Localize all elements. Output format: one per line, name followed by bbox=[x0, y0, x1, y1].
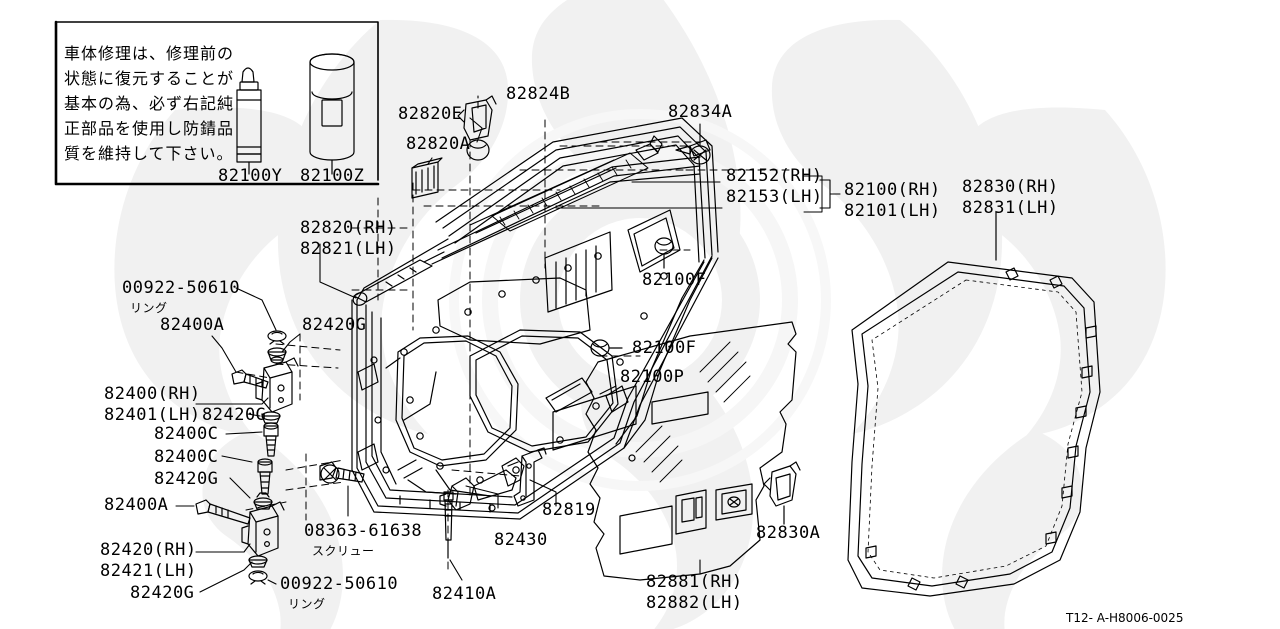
label-82430: 82430 bbox=[494, 530, 548, 550]
label-ring-upper: リング bbox=[130, 301, 168, 315]
label-82401-lh: 82401(LH) bbox=[104, 405, 201, 425]
note-text-line-5: 質を維持して下さい。 bbox=[64, 144, 234, 163]
label-82821-lh: 82821(LH) bbox=[300, 239, 397, 259]
label-82830a: 82830A bbox=[756, 523, 821, 543]
note-text-line-4: 正部品を使用し防錆品 bbox=[64, 119, 235, 138]
canister-82100Y bbox=[236, 67, 262, 175]
part-82400C-bolt-upper bbox=[263, 422, 279, 457]
label-82820A: 82820A bbox=[406, 134, 471, 154]
label-82100f-upper: 82100F bbox=[642, 270, 707, 290]
label-82400a-upper: 82400A bbox=[160, 315, 225, 335]
label-08363: 08363-61638 bbox=[304, 521, 423, 541]
part-82820-window-run bbox=[352, 251, 445, 306]
label-82400a-lower: 82400A bbox=[104, 495, 169, 515]
part-82820A-clip bbox=[411, 157, 443, 199]
part-82830-weatherstrip bbox=[847, 211, 1101, 597]
label-82420g-b: 82420G bbox=[202, 405, 267, 425]
part-08363-61638-screw bbox=[319, 461, 365, 484]
part-82830A-clip bbox=[763, 461, 801, 525]
part-00922-50610-ring-upper bbox=[267, 330, 287, 345]
label-82101-lh: 82101(LH) bbox=[844, 201, 941, 221]
label-82420-rh: 82420(RH) bbox=[100, 540, 197, 560]
label-82420g-upper: 82420G bbox=[302, 315, 367, 335]
label-screw: スクリュー bbox=[312, 544, 375, 558]
canister-82100Z bbox=[309, 53, 355, 175]
label-82830-rh: 82830(RH) bbox=[962, 177, 1059, 197]
part-82430-door-check bbox=[439, 457, 525, 511]
label-82420g-d: 82420G bbox=[130, 583, 195, 603]
part-82420G-bushing-lower2 bbox=[248, 555, 268, 568]
part-00922-50610-ring-lower bbox=[248, 570, 268, 585]
note-text-line-1: 車体修理は、修理前の bbox=[64, 44, 235, 63]
part-82420G-bushing-upper bbox=[267, 347, 287, 364]
part-82881-sealing-screen bbox=[585, 321, 797, 581]
label-82824B: 82824B bbox=[506, 84, 571, 104]
part-82100F-plug-upper bbox=[654, 237, 674, 269]
label-00922-lower: 00922-50610 bbox=[280, 574, 399, 594]
label-82100Z: 82100Z bbox=[300, 166, 365, 186]
footer-code: T12- A-H8006-0025 bbox=[1066, 611, 1184, 625]
note-text-line-2: 状態に復元することが bbox=[64, 69, 235, 88]
label-00922-upper: 00922-50610 bbox=[122, 278, 241, 298]
leader-lines bbox=[175, 95, 841, 593]
part-82420G-bushing-upper2 bbox=[261, 411, 281, 424]
part-82400-hinge-upper bbox=[255, 357, 299, 413]
part-82824B-retainer bbox=[457, 95, 497, 141]
part-82834A-screw bbox=[675, 139, 711, 165]
label-82831-lh: 82831(LH) bbox=[962, 198, 1059, 218]
label-82400c-b: 82400C bbox=[154, 447, 219, 467]
label-ring-lower: リング bbox=[288, 597, 326, 611]
part-82100F-plug-lower bbox=[590, 339, 623, 357]
label-82881-rh: 82881(RH) bbox=[646, 572, 743, 592]
note-text-line-3: 基本の為、必ず右記純 bbox=[64, 94, 235, 113]
assembly-guide-lines bbox=[235, 119, 791, 571]
part-82420-hinge-lower bbox=[241, 501, 285, 557]
label-82100p: 82100P bbox=[620, 367, 685, 387]
part-82410A-pin bbox=[443, 491, 454, 559]
door-outer-panel-82100 bbox=[351, 117, 719, 520]
label-82410a: 82410A bbox=[432, 584, 497, 604]
label-82820E: 82820E bbox=[398, 104, 463, 124]
label-82421-lh: 82421(LH) bbox=[100, 561, 197, 581]
label-82819: 82819 bbox=[542, 500, 596, 520]
label-82400-rh: 82400(RH) bbox=[104, 384, 201, 404]
note-box-border bbox=[54, 20, 380, 186]
label-82834A: 82834A bbox=[668, 102, 733, 122]
part-82400A-bolt-lower bbox=[195, 499, 251, 525]
part-82819-bracket bbox=[513, 447, 547, 507]
label-82420g-c: 82420G bbox=[154, 469, 219, 489]
part-82420G-bushing-lower1 bbox=[253, 492, 273, 510]
label-82882-lh: 82882(LH) bbox=[646, 593, 743, 613]
label-82153-lh: 82153(LH) bbox=[726, 187, 823, 207]
part-82100P-patch bbox=[552, 385, 637, 451]
label-82152-rh: 82152(RH) bbox=[726, 166, 823, 186]
label-82100f-lower: 82100F bbox=[632, 338, 697, 358]
label-82820-rh: 82820(RH) bbox=[300, 218, 397, 238]
label-82400c-a: 82400C bbox=[154, 424, 219, 444]
label-82100Y: 82100Y bbox=[218, 166, 283, 186]
label-82100-rh: 82100(RH) bbox=[844, 180, 941, 200]
part-82400A-bolt-upper bbox=[231, 369, 269, 389]
part-82400C-bolt-lower bbox=[257, 458, 273, 495]
